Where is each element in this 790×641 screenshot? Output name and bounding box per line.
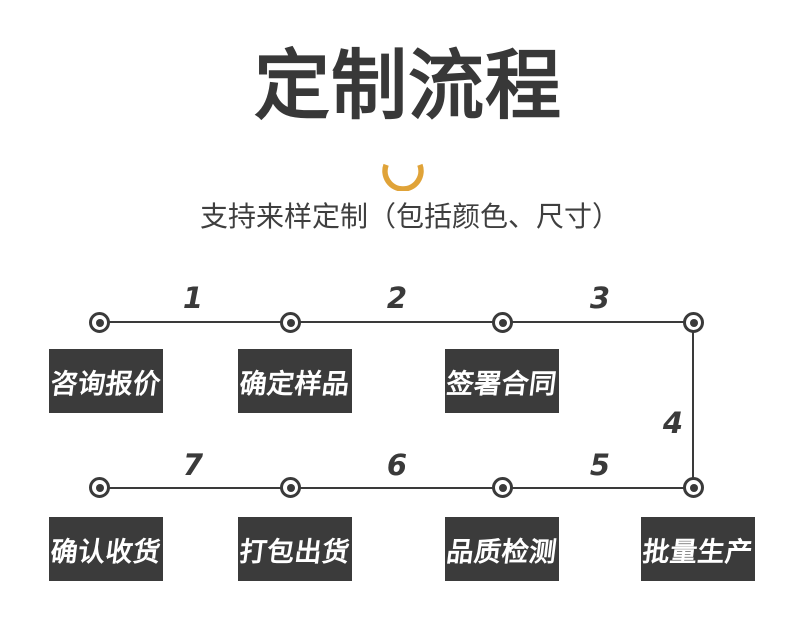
segment-number-1: 1 xyxy=(182,281,204,315)
node-dot xyxy=(95,483,104,492)
step-label: 咨询报价 xyxy=(48,368,163,399)
step-box-confirm-receipt: 确认收货 xyxy=(49,517,163,581)
step-label: 确认收货 xyxy=(48,536,163,567)
flow-node xyxy=(89,477,110,498)
node-dot xyxy=(498,483,507,492)
step-box-inquiry-quote: 咨询报价 xyxy=(49,349,163,413)
flow-node xyxy=(492,477,513,498)
step-label: 品质检测 xyxy=(444,536,559,567)
segment-number-4: 4 xyxy=(662,406,684,440)
page-title: 定制流程 xyxy=(254,44,562,129)
flow-node xyxy=(89,312,110,333)
node-dot xyxy=(689,483,698,492)
segment-number-3: 3 xyxy=(589,281,611,315)
step-box-quality-inspection: 品质检测 xyxy=(445,517,559,581)
page-subtitle: 支持来样定制（包括颜色、尺寸） xyxy=(199,201,620,232)
segment-number-6: 6 xyxy=(386,448,408,482)
connector-line-bottom xyxy=(99,487,694,489)
segment-number-2: 2 xyxy=(386,281,408,315)
connector-line-top xyxy=(99,321,693,323)
arc-svg xyxy=(382,163,424,192)
node-dot xyxy=(689,318,698,327)
flow-node xyxy=(683,312,704,333)
flow-node xyxy=(683,477,704,498)
node-dot xyxy=(95,318,104,327)
node-dot xyxy=(286,318,295,327)
step-box-mass-production: 批量生产 xyxy=(641,517,755,581)
step-label: 打包出货 xyxy=(237,536,352,567)
step-label: 签署合同 xyxy=(444,368,559,399)
node-dot xyxy=(286,483,295,492)
connector-line-right xyxy=(692,322,694,488)
flow-node xyxy=(280,477,301,498)
accent-arc-icon xyxy=(381,155,425,192)
segment-number-5: 5 xyxy=(589,448,611,482)
step-box-sign-contract: 签署合同 xyxy=(445,349,559,413)
step-box-pack-ship: 打包出货 xyxy=(238,517,352,581)
step-label: 批量生产 xyxy=(640,536,755,567)
step-label: 确定样品 xyxy=(237,368,352,399)
flow-node xyxy=(280,312,301,333)
node-dot xyxy=(498,318,507,327)
flow-node xyxy=(492,312,513,333)
step-box-confirm-sample: 确定样品 xyxy=(238,349,352,413)
segment-number-7: 7 xyxy=(182,448,204,482)
